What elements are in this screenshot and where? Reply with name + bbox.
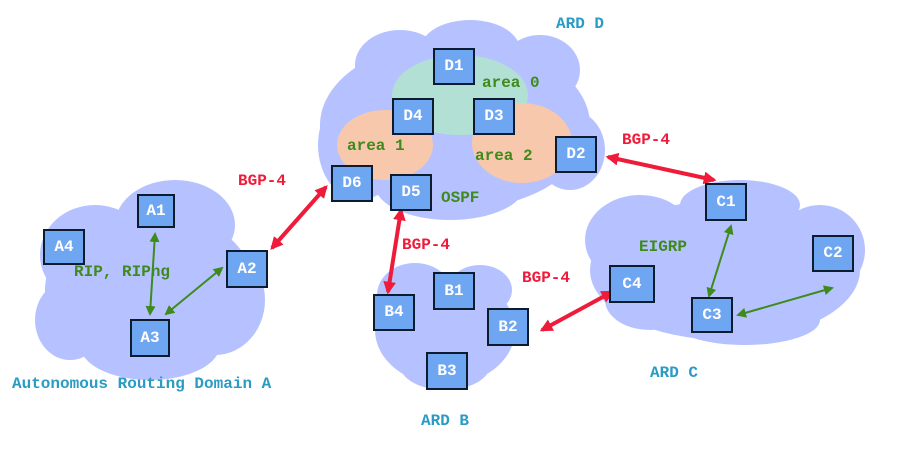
router-a4-label: A4 xyxy=(54,238,74,256)
router-a3[interactable]: A3 xyxy=(130,319,170,357)
bgp-label-d5-b4: BGP-4 xyxy=(402,236,450,254)
router-b1-label: B1 xyxy=(444,282,463,300)
router-d3-label: D3 xyxy=(484,107,503,125)
router-d1-label: D1 xyxy=(444,57,463,75)
igp-link-a1-a3 xyxy=(145,232,160,316)
router-c1[interactable]: C1 xyxy=(705,183,747,221)
router-d4[interactable]: D4 xyxy=(392,98,434,135)
area-1-label: area 1 xyxy=(347,137,405,155)
router-c3-label: C3 xyxy=(702,306,721,324)
router-d2-label: D2 xyxy=(566,145,585,163)
router-b1[interactable]: B1 xyxy=(433,272,475,310)
area-0-label: area 0 xyxy=(482,74,540,92)
domain-b-label: ARD B xyxy=(421,412,469,430)
bgp-label-d2-c1: BGP-4 xyxy=(622,131,670,149)
router-a1-label: A1 xyxy=(146,202,165,220)
igp-link-c3-c2 xyxy=(736,285,834,318)
router-c4[interactable]: C4 xyxy=(609,265,655,303)
router-b2[interactable]: B2 xyxy=(487,308,529,346)
router-d1[interactable]: D1 xyxy=(433,48,475,85)
router-a2[interactable]: A2 xyxy=(226,250,268,288)
bgp-link-c4-b2 xyxy=(539,290,615,332)
area-2-label: area 2 xyxy=(475,147,533,165)
protocol-label-ospf: OSPF xyxy=(441,189,479,207)
router-c4-label: C4 xyxy=(622,275,642,293)
router-b4[interactable]: B4 xyxy=(373,294,415,331)
router-d4-label: D4 xyxy=(403,107,423,125)
router-d3[interactable]: D3 xyxy=(473,98,515,135)
protocol-label-rip: RIP, RIPng xyxy=(74,263,170,281)
bgp-label-d6-a2: BGP-4 xyxy=(238,172,286,190)
bgp-label-c4-b2: BGP-4 xyxy=(522,269,570,287)
domain-c-label: ARD C xyxy=(650,364,698,382)
router-b2-label: B2 xyxy=(498,318,517,336)
igp-link-c1-c3 xyxy=(706,224,734,298)
router-d6[interactable]: D6 xyxy=(331,165,373,202)
router-a4[interactable]: A4 xyxy=(43,229,85,265)
domain-a-label: Autonomous Routing Domain A xyxy=(12,375,272,393)
router-c1-label: C1 xyxy=(716,193,735,211)
router-d2[interactable]: D2 xyxy=(555,136,597,173)
router-a3-label: A3 xyxy=(140,329,159,347)
bgp-link-d5-b4 xyxy=(383,207,406,295)
domain-d-label: ARD D xyxy=(556,15,604,33)
igp-link-a3-a2 xyxy=(164,266,224,316)
router-c3[interactable]: C3 xyxy=(691,297,733,333)
bgp-link-d2-c1 xyxy=(605,152,717,185)
protocol-label-eigrp: EIGRP xyxy=(639,238,687,256)
router-a1[interactable]: A1 xyxy=(137,194,175,228)
router-d6-label: D6 xyxy=(342,174,361,192)
router-c2-label: C2 xyxy=(823,244,842,262)
router-d5[interactable]: D5 xyxy=(390,174,432,211)
router-c2[interactable]: C2 xyxy=(812,235,854,272)
router-a2-label: A2 xyxy=(237,260,256,278)
router-d5-label: D5 xyxy=(401,183,420,201)
router-b3-label: B3 xyxy=(437,362,456,380)
router-b4-label: B4 xyxy=(384,303,404,321)
router-b3[interactable]: B3 xyxy=(426,352,468,390)
bgp-link-d6-a2 xyxy=(270,185,328,250)
